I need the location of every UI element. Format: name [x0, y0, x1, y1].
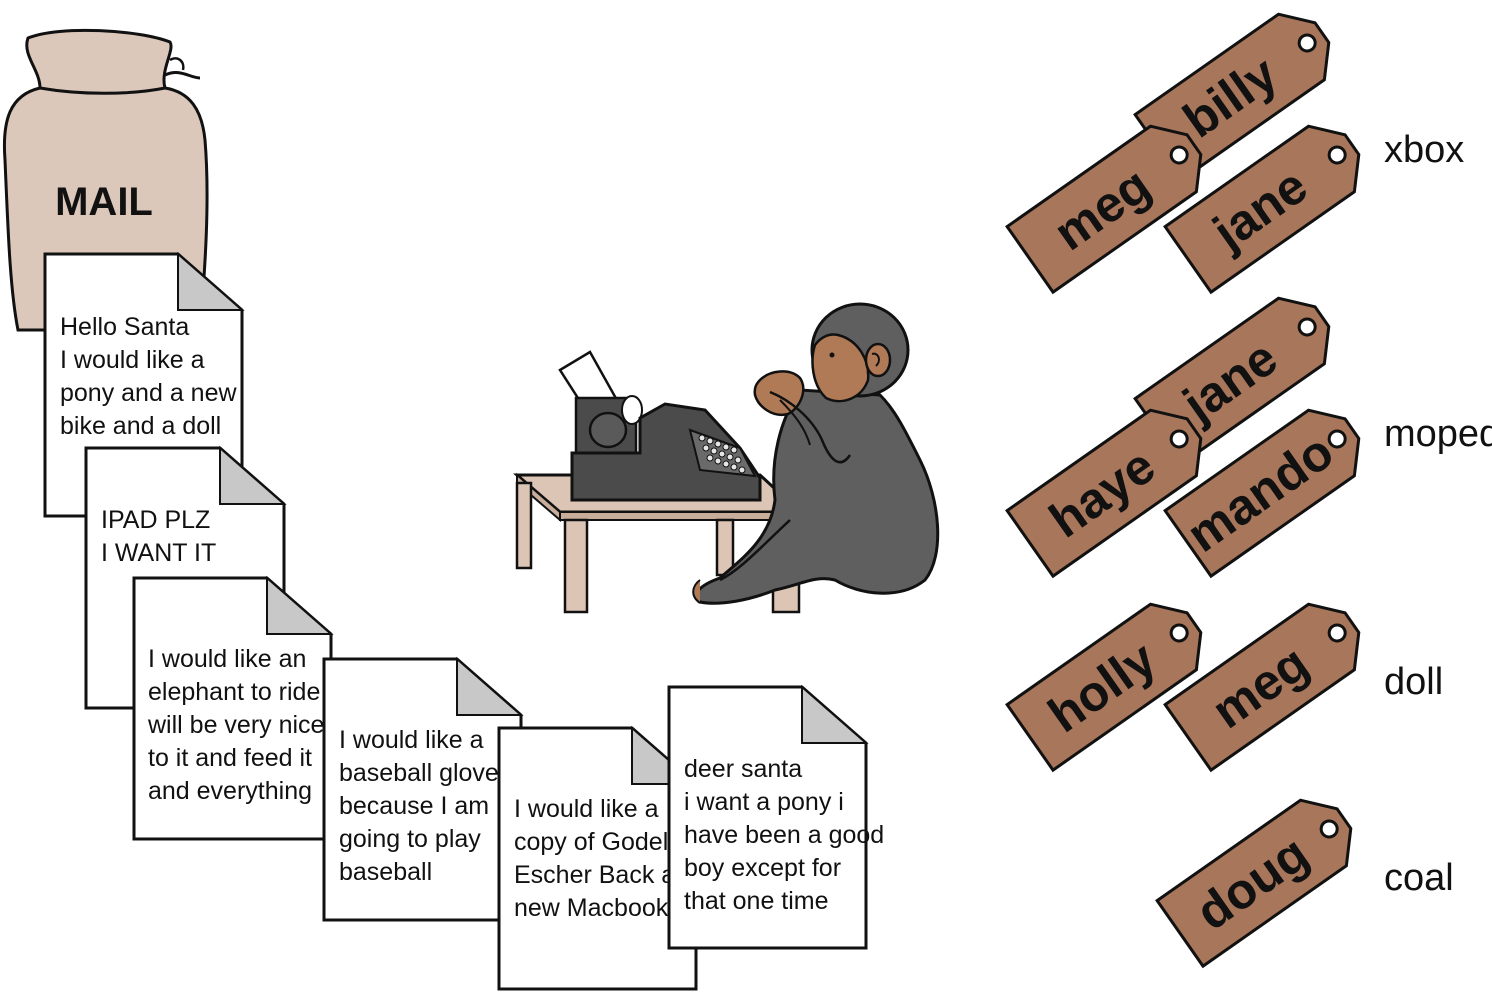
gift-label: xbox	[1384, 129, 1464, 171]
name-tag-icon: holly	[1005, 588, 1219, 772]
letter-line: I would like a	[60, 346, 205, 374]
letter-line: going to play	[339, 825, 481, 853]
letter-line: because I am	[339, 792, 489, 820]
letter-line: Escher Back and	[514, 861, 703, 889]
letter-line: pony and a new	[60, 379, 237, 407]
letter-3: I would like an elephant to ride I will …	[132, 575, 334, 841]
name-tag-icon: meg	[1163, 588, 1377, 772]
name-tag-icon: doug	[1155, 784, 1369, 968]
letter-line: I would like a	[514, 795, 659, 823]
mail-bag-label: MAIL	[55, 180, 153, 224]
letter-6: deer santa i want a pony i have been a g…	[667, 684, 884, 950]
letter-line: bike and a doll	[60, 412, 221, 440]
name-tag-icon: haye	[1005, 394, 1219, 578]
letter-line: will be very nice	[147, 711, 324, 739]
letter-line: I WANT IT	[101, 539, 216, 567]
letter-line: baseball glove	[339, 759, 499, 787]
name-tag-icon: meg	[1005, 110, 1219, 294]
gift-label: moped	[1384, 413, 1492, 455]
letter-line: copy of Godel	[514, 828, 668, 856]
letter-line: I would like an	[148, 645, 306, 673]
letter-line: deer santa	[684, 755, 802, 783]
letter-line: have been a good	[684, 821, 884, 849]
letter-4: I would like a baseball glove because I …	[322, 656, 524, 922]
letter-line: IPAD PLZ	[101, 506, 210, 534]
chimp-icon	[692, 302, 940, 605]
letter-line: to it and feed it	[148, 744, 312, 772]
letter-line: baseball	[339, 858, 432, 886]
typewriter-icon	[558, 350, 762, 502]
letter-line: I would like a	[339, 726, 484, 754]
letter-line: that one time	[684, 887, 829, 915]
letter-line: i want a pony i	[684, 788, 844, 816]
letter-line: Hello Santa	[60, 313, 189, 341]
letter-line: boy except for	[684, 854, 841, 882]
letter-line: and everything	[148, 777, 312, 805]
gift-label: coal	[1384, 857, 1454, 899]
letter-line: elephant to ride I	[148, 678, 334, 706]
gift-label: doll	[1384, 661, 1443, 703]
letter-line: new Macbook P	[514, 894, 692, 922]
